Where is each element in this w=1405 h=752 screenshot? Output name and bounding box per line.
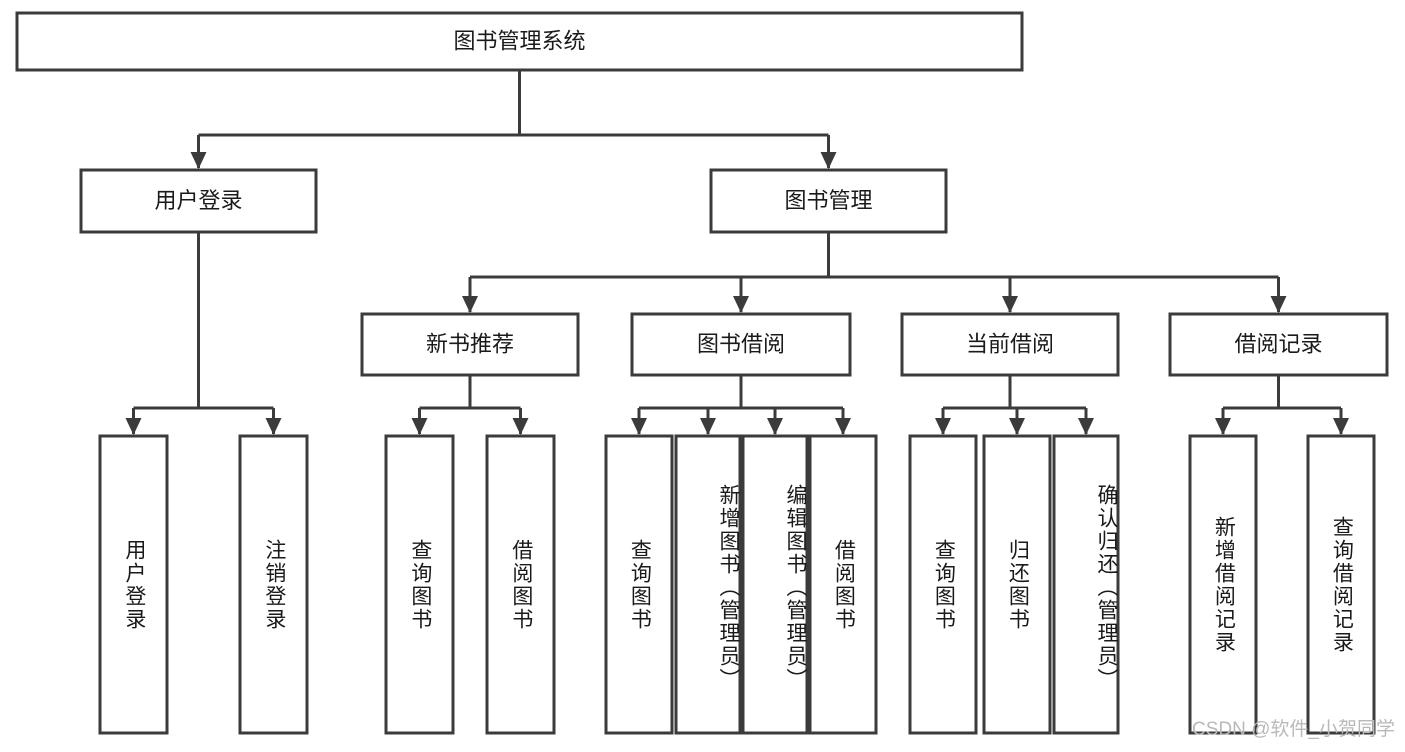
node-label-level3-3: 借阅记录 [1234, 331, 1322, 356]
node-label-level2-0: 用户登录 [154, 188, 242, 213]
arrow-head-icon [835, 418, 851, 435]
node-label-root: 图书管理系统 [453, 28, 585, 53]
leaf-node[interactable] [98, 434, 169, 735]
node-label-level3-0: 新书推荐 [426, 331, 514, 356]
node-rect [630, 312, 852, 377]
node-root-system[interactable]: 图书管理系统 [15, 11, 1024, 72]
node-rect [1188, 434, 1258, 735]
arrow-head-icon [1333, 418, 1349, 435]
node-rect [604, 434, 674, 735]
arrow-head-icon [190, 152, 207, 169]
node-rect [79, 168, 318, 234]
node-level3-3[interactable]: 借阅记录 [1168, 312, 1389, 377]
node-rect [709, 168, 948, 234]
arrow-head-icon [125, 418, 142, 435]
leaf-node[interactable] [238, 434, 309, 735]
leaf-node[interactable] [741, 434, 809, 735]
node-rect [674, 434, 742, 735]
node-label-level3-2: 当前借阅 [966, 331, 1054, 356]
arrow-head-icon [512, 418, 529, 435]
leaf-node[interactable] [674, 434, 742, 735]
arrow-head-icon [935, 418, 951, 435]
node-rect [360, 312, 580, 377]
leaf-node[interactable] [384, 434, 455, 735]
node-rect [1306, 434, 1376, 735]
node-rect [808, 434, 878, 735]
node-rect [900, 312, 1120, 377]
node-rect [485, 434, 556, 735]
arrow-head-icon [1078, 418, 1094, 435]
leaf-node[interactable] [1188, 434, 1258, 735]
arrow-head-icon [733, 296, 749, 313]
node-rect [15, 11, 1024, 72]
arrow-head-icon [631, 418, 647, 435]
node-rect [238, 434, 309, 735]
node-level3-2[interactable]: 当前借阅 [900, 312, 1120, 377]
leaf-node[interactable] [485, 434, 556, 735]
node-rect [384, 434, 455, 735]
arrow-head-icon [1009, 418, 1025, 435]
leaf-node[interactable] [908, 434, 978, 735]
node-rect [98, 434, 169, 735]
node-label-level2-1: 图书管理 [784, 188, 872, 213]
arrow-head-icon [411, 418, 428, 435]
leaf-node[interactable] [982, 434, 1052, 735]
leaf-node[interactable] [1052, 434, 1120, 735]
arrow-head-icon [767, 418, 783, 435]
arrow-head-icon [820, 152, 837, 169]
node-rect [741, 434, 809, 735]
arrow-head-icon [1270, 296, 1287, 313]
node-level2-0[interactable]: 用户登录 [79, 168, 318, 234]
arrow-head-icon [462, 296, 478, 313]
node-rect [1168, 312, 1389, 377]
leaf-node[interactable] [604, 434, 674, 735]
node-rect [982, 434, 1052, 735]
arrow-head-icon [265, 418, 282, 435]
node-level2-1[interactable]: 图书管理 [709, 168, 948, 234]
node-level3-0[interactable]: 新书推荐 [360, 312, 580, 377]
arrow-head-icon [1215, 418, 1231, 435]
leaf-node[interactable] [808, 434, 878, 735]
node-rect [1052, 434, 1120, 735]
arrow-head-icon [700, 418, 716, 435]
node-label-level3-1: 图书借阅 [697, 331, 785, 356]
arrow-head-icon [1002, 296, 1018, 313]
leaf-node[interactable] [1306, 434, 1376, 735]
node-level3-1[interactable]: 图书借阅 [630, 312, 852, 377]
node-rect [908, 434, 978, 735]
